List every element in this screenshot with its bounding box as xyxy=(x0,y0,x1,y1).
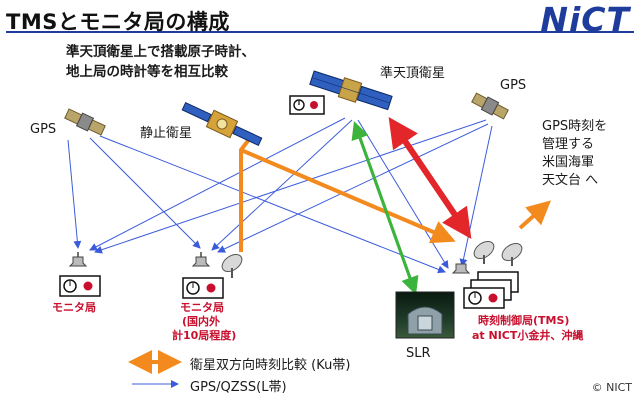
monitor-domestic-line-2: (国内外 xyxy=(182,315,221,328)
usno-line-2: 管理する xyxy=(542,137,595,152)
tms-label-line-2: at NICT小金井、沖縄 xyxy=(472,329,584,342)
gps-right-label: GPS xyxy=(500,78,527,93)
tms-label-line-1: 時刻制御局(TMS) xyxy=(478,314,570,327)
link-gps-left-to-monitor-b xyxy=(89,137,201,249)
legend-l-band-label: GPS/QZSS(L帯) xyxy=(190,380,287,395)
gps-left-satellite-icon xyxy=(64,108,106,136)
usno-line-3: 米国海軍 xyxy=(542,155,595,170)
gps-left-label: GPS xyxy=(30,122,57,137)
legend-ku-label: 衛星双方向時刻比較 (Ku帯) xyxy=(190,358,351,373)
monitor-station-a-label: モニタ局 xyxy=(52,301,96,314)
link-qzss-to-monitor-a xyxy=(89,117,346,251)
link-gps-left-to-tms xyxy=(99,135,446,274)
link-qzss-to-monitor-b xyxy=(211,119,353,251)
link-gps-right-to-tms xyxy=(459,125,493,267)
slr-label: SLR xyxy=(406,346,431,361)
copyright: © NICT xyxy=(591,381,632,394)
nict-logo: NiCT xyxy=(540,0,630,39)
monitor-station-b xyxy=(182,252,243,299)
slr-laser-link-return xyxy=(351,121,417,293)
qzss-clock-icon xyxy=(289,95,325,115)
gps-right-satellite-icon xyxy=(471,92,509,120)
note-line-2: 地上局の時計等を相互比較 xyxy=(66,64,228,80)
link-gps-left-to-monitor-a xyxy=(67,139,82,249)
l-band-links xyxy=(67,117,493,274)
note-line-1: 準天頂衛星上で搭載原子時計、 xyxy=(66,44,255,60)
link-gps-right-to-monitor-b xyxy=(217,123,489,253)
qzss-label: 準天頂衛星 xyxy=(380,66,446,81)
geo-label: 静止衛星 xyxy=(140,126,193,141)
slr-telescope-image xyxy=(395,291,455,339)
link-gps-right-to-monitor-a xyxy=(94,119,487,254)
link-usno-ku xyxy=(518,200,551,230)
usno-line-4: 天文台 へ xyxy=(542,173,599,188)
tms-station xyxy=(451,240,523,309)
page-title: TMSとモニタ局の構成 xyxy=(6,10,230,34)
link-qzss-to-tms xyxy=(357,119,449,269)
qzss-satellite-icon xyxy=(309,70,393,111)
monitor-domestic-line-3: 計10局程度) xyxy=(172,329,237,342)
geo-satellite-icon xyxy=(181,101,263,147)
monitor-station-a xyxy=(59,252,101,297)
monitor-domestic-line-1: モニタ局 xyxy=(180,301,224,314)
qzss-tms-link-return xyxy=(388,117,471,236)
usno-line-1: GPS時刻を xyxy=(542,119,608,134)
